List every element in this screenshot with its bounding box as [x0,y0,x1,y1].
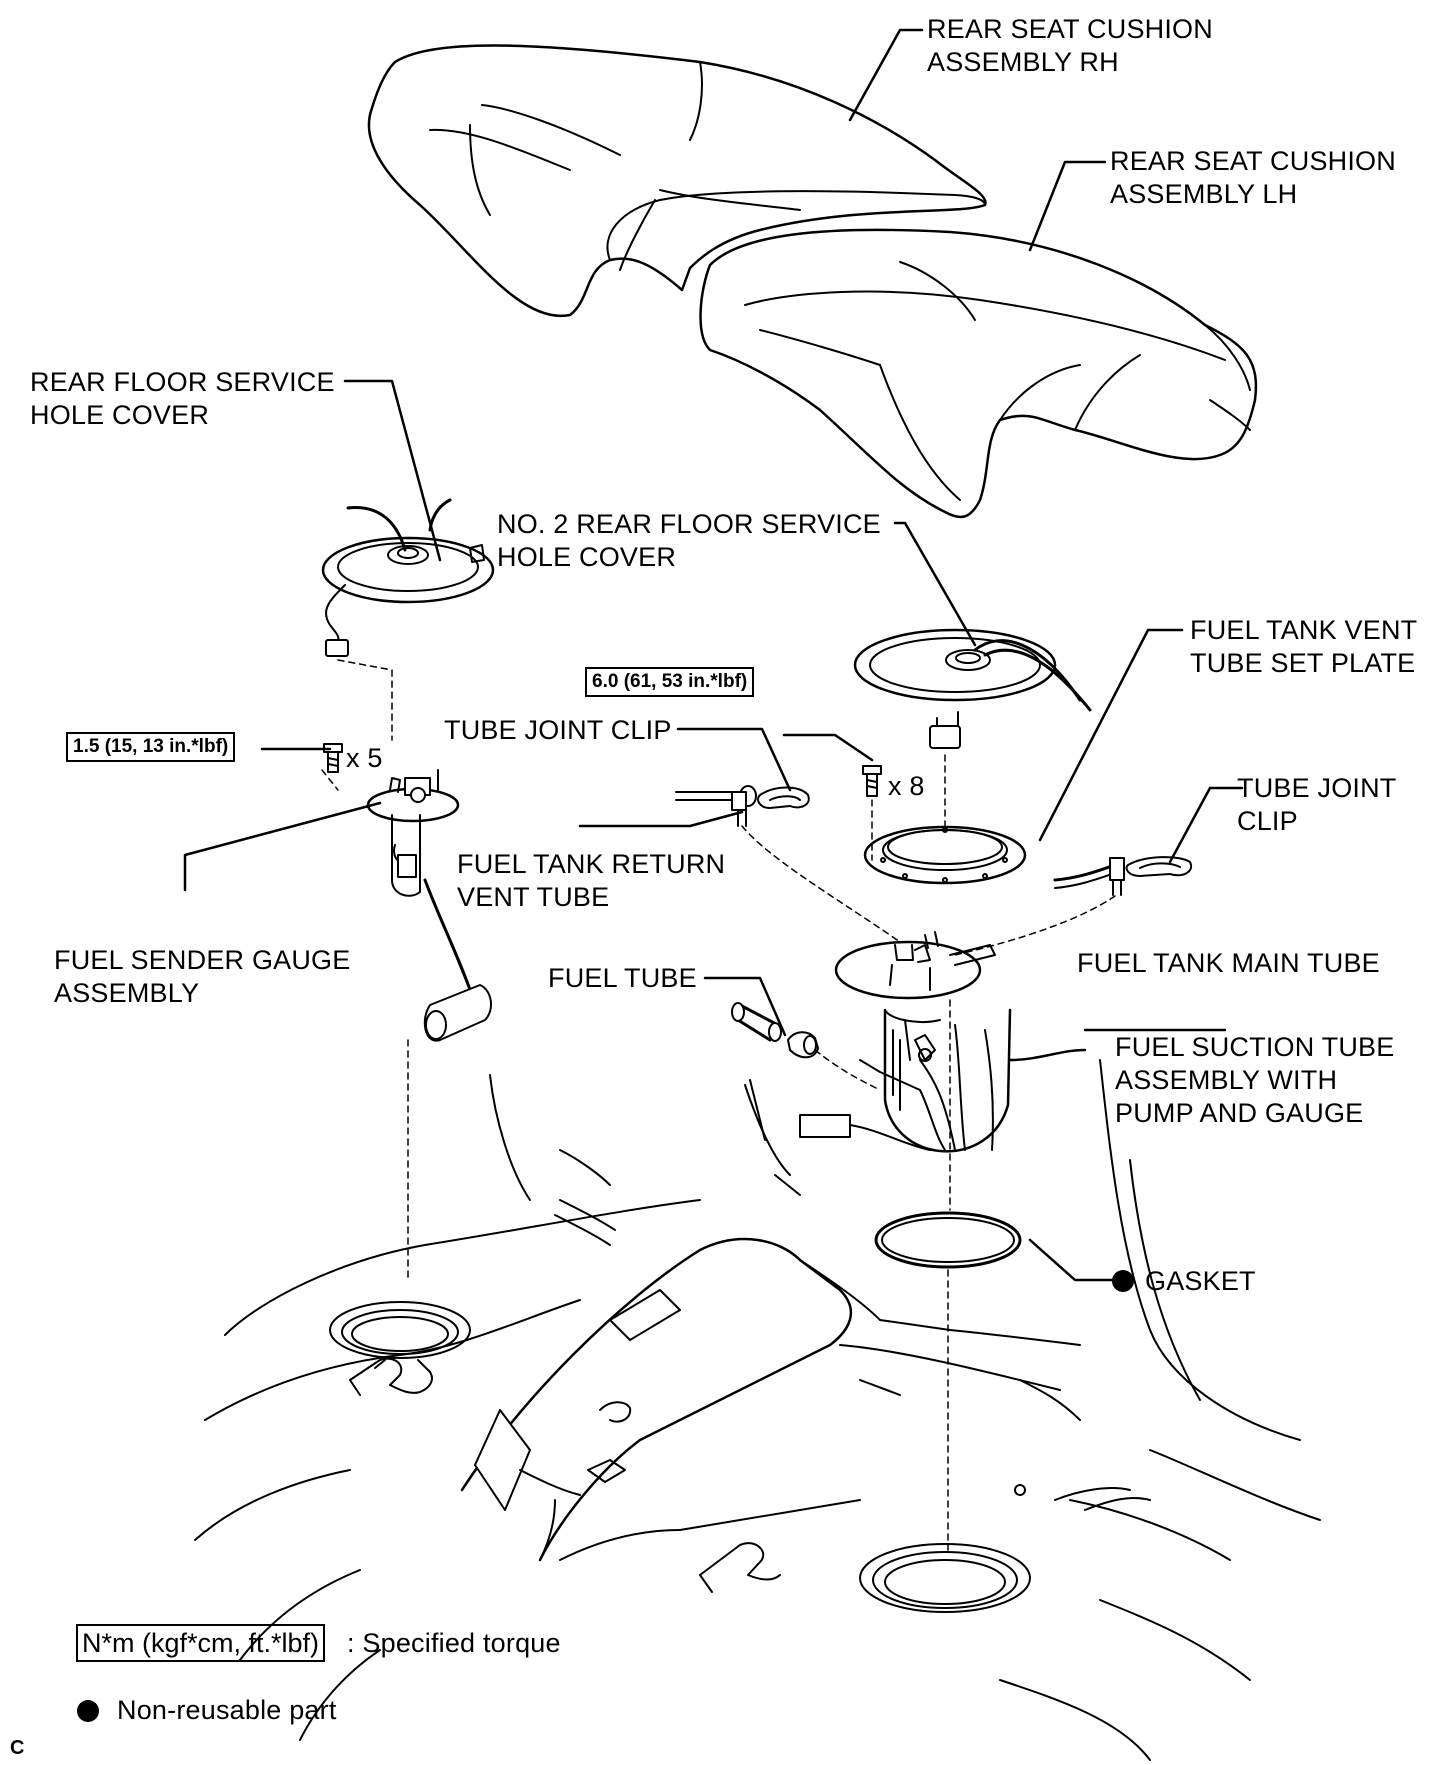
rear-seat-cushion-lh [699,228,1258,519]
legend-nonreusable-mark [77,1700,99,1722]
fuel-tank-return-vent-tube [675,785,757,827]
fuel-tube [731,1002,819,1059]
fuel-sender-gauge-assembly [366,769,492,1042]
legend-nonreusable-text: Non-reusable part [117,1695,337,1725]
fuel-tank-vent-tube-set-plate [863,825,1027,885]
vent-plate-bolt [862,765,882,797]
rear-floor-service-hole-cover [321,498,495,657]
label-tube-joint-clip-1: TUBE JOINT CLIP [444,715,672,745]
fuel-suction-tube-assembly [799,931,1012,1153]
leader-lines [183,28,1244,1282]
fuel-tank-main-tube [1053,857,1125,896]
legend-torque-text: : Specified torque [347,1628,561,1658]
alignment-lines [321,659,1116,1551]
label-main-tube: FUEL TANK MAIN TUBE [1077,948,1380,978]
gasket [874,1211,1022,1269]
qty-sender-bolts: x 5 [346,743,383,773]
corner-mark: C [10,1737,25,1759]
tube-joint-clip-left [757,786,810,809]
qty-plate-bolts: x 8 [888,771,925,801]
vehicle-floor-pan [194,1059,1321,1761]
legend-torque-box: N*m (kgf*cm, ft.*lbf) [76,1624,326,1662]
no2-rear-floor-service-hole-cover [853,628,1092,749]
label-fuel-tube: FUEL TUBE [548,963,697,993]
gasket-nonreusable-mark [1112,1270,1134,1292]
label-gasket: GASKET [1145,1266,1256,1296]
rear-seat-cushion-rh [367,44,987,318]
sender-gauge-bolt [323,743,343,773]
torque-plate-bolts: 6.0 (61, 53 in.*lbf) [585,667,755,697]
tube-joint-clip-right [1125,856,1193,877]
torque-sender-bolts: 1.5 (15, 13 in.*lbf) [66,732,236,762]
